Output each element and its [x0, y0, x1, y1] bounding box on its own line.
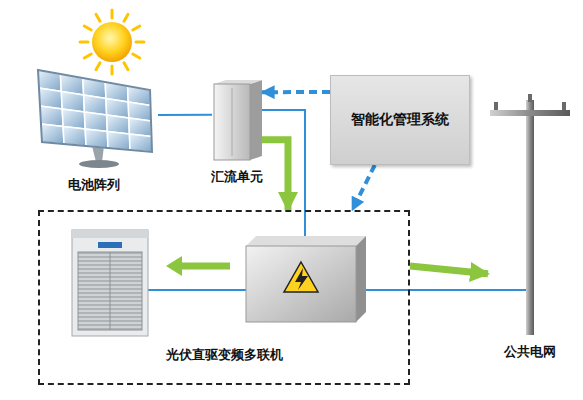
insulator [528, 94, 532, 102]
solar-cell [40, 106, 63, 127]
caption-label: 汇流单元 [211, 168, 263, 186]
power-flow-arrow [410, 266, 488, 274]
management-box: 智能化管理系统 [330, 75, 470, 165]
sun-ray [111, 10, 114, 18]
sun-ray [133, 26, 140, 30]
power-wire [158, 114, 212, 116]
sun-ray [111, 66, 114, 74]
power-flow-arrow [180, 263, 230, 270]
solar-cell [107, 132, 130, 151]
sun-ray [96, 63, 100, 70]
cabinet-top [214, 80, 262, 84]
power-flow-arrow [262, 140, 288, 210]
system-region: 光伏直驱变频多联机 [38, 210, 410, 385]
vrf-grille [78, 252, 142, 330]
arrow-head [166, 256, 182, 276]
sun-ray [124, 63, 128, 70]
box-title: 智能化管理系统 [351, 111, 449, 129]
inverter-side [356, 236, 366, 322]
solar-panel [38, 70, 152, 152]
panel-base [79, 160, 119, 168]
utility-pole [526, 100, 534, 335]
vrf-logo [98, 242, 122, 248]
caption-label: 公共电网 [504, 343, 556, 361]
power-wire [148, 289, 246, 291]
vrf-unit [72, 230, 148, 336]
lightning-symbol [295, 268, 308, 290]
insulator [494, 102, 498, 110]
sun-ray [84, 54, 91, 58]
vrf-top [72, 230, 148, 238]
combiner-cabinet: 汇流单元 [212, 82, 262, 160]
power-wire [262, 110, 305, 246]
inverter-top [246, 236, 366, 246]
control-signal-arrow [352, 165, 374, 210]
sun-ray [133, 54, 140, 58]
warning-sign [284, 262, 318, 292]
region-title: 光伏直驱变频多联机 [166, 346, 283, 364]
cabinet-front [214, 84, 250, 160]
power-wire [356, 289, 529, 291]
sun-ray [124, 14, 128, 21]
utility-pole: 公共电网 [488, 92, 572, 335]
solar-cell [63, 127, 86, 147]
insulator [562, 102, 566, 110]
solar-array: 电池阵列 [30, 62, 158, 168]
sun-ray [96, 14, 100, 21]
vrf-divider [110, 252, 111, 330]
caption-label: 电池阵列 [68, 176, 120, 194]
pole-crossarm [490, 110, 570, 116]
solar-cell [85, 129, 108, 148]
sun-ray [80, 41, 88, 44]
inverter-box [246, 246, 356, 322]
solar-cell [41, 124, 64, 144]
sun-ray [84, 26, 91, 30]
solar-cell [62, 109, 85, 129]
control-signal-arrow [262, 90, 330, 94]
cabinet-door [232, 88, 233, 156]
sun-ray [136, 41, 144, 44]
cabinet-side [250, 80, 262, 160]
sun [92, 22, 132, 62]
panel-frame [38, 70, 152, 152]
sun-rays [80, 10, 144, 74]
